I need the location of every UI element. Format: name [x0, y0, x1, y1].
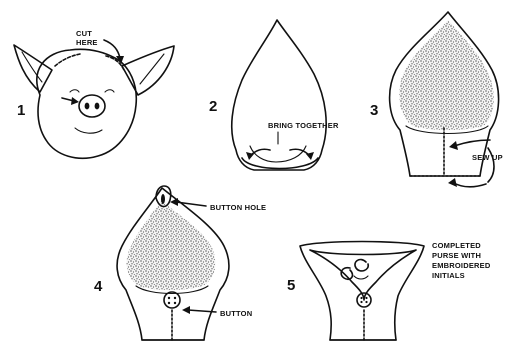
- step-5-label-line1: COMPLETED: [432, 241, 481, 250]
- embroidered-initials: [341, 260, 368, 280]
- step-3-label: SEW UP: [472, 153, 503, 162]
- step-4-number: 4: [94, 278, 103, 295]
- pig-right-ear: [122, 46, 174, 95]
- sewn-pouch-head-dense: [399, 20, 494, 130]
- pig-right-eye: [105, 90, 114, 92]
- step-3-sewing: SEW UP 3: [370, 12, 503, 187]
- button: [164, 292, 180, 308]
- buttoned-pouch-head-dense: [127, 200, 216, 290]
- step-5-label-line2: PURSE WITH: [432, 251, 481, 260]
- step-1-label-line1: CUT: [76, 29, 92, 38]
- step-1-pig-head: CUT HERE 1: [14, 29, 174, 158]
- step-5-completed-purse: COMPLETED PURSE WITH EMBROIDERED INITIAL…: [287, 241, 491, 340]
- step-1-number: 1: [17, 102, 25, 119]
- step-1-label-line2: HERE: [76, 38, 98, 47]
- pig-mouth: [75, 128, 102, 133]
- cut-line-left: [55, 54, 80, 66]
- pig-left-eye: [70, 90, 79, 92]
- step-2-pouch: BRING TOGETHER 2: [209, 20, 339, 170]
- button-hole: [161, 194, 165, 204]
- step-4-label-button: BUTTON: [220, 309, 252, 318]
- step-5-label-line3: EMBROIDERED: [432, 261, 491, 270]
- step-5-label-line4: INITIALS: [432, 271, 465, 280]
- button-hole-arrow: [176, 202, 206, 206]
- step-3-number: 3: [370, 102, 378, 119]
- sew-up-arrow-bottom: [452, 182, 486, 187]
- step-4-label-button-hole: BUTTON HOLE: [210, 203, 266, 212]
- pig-snout: [79, 95, 105, 117]
- pouch-bottom-edge: [242, 158, 318, 169]
- pig-left-ear: [14, 45, 52, 92]
- step-4-button: BUTTON HOLE BUTTON 4: [94, 186, 266, 340]
- step-5-number: 5: [287, 277, 295, 294]
- step-2-label: BRING TOGETHER: [268, 121, 339, 130]
- sew-up-arrow-top: [454, 140, 490, 146]
- step-2-number: 2: [209, 98, 217, 115]
